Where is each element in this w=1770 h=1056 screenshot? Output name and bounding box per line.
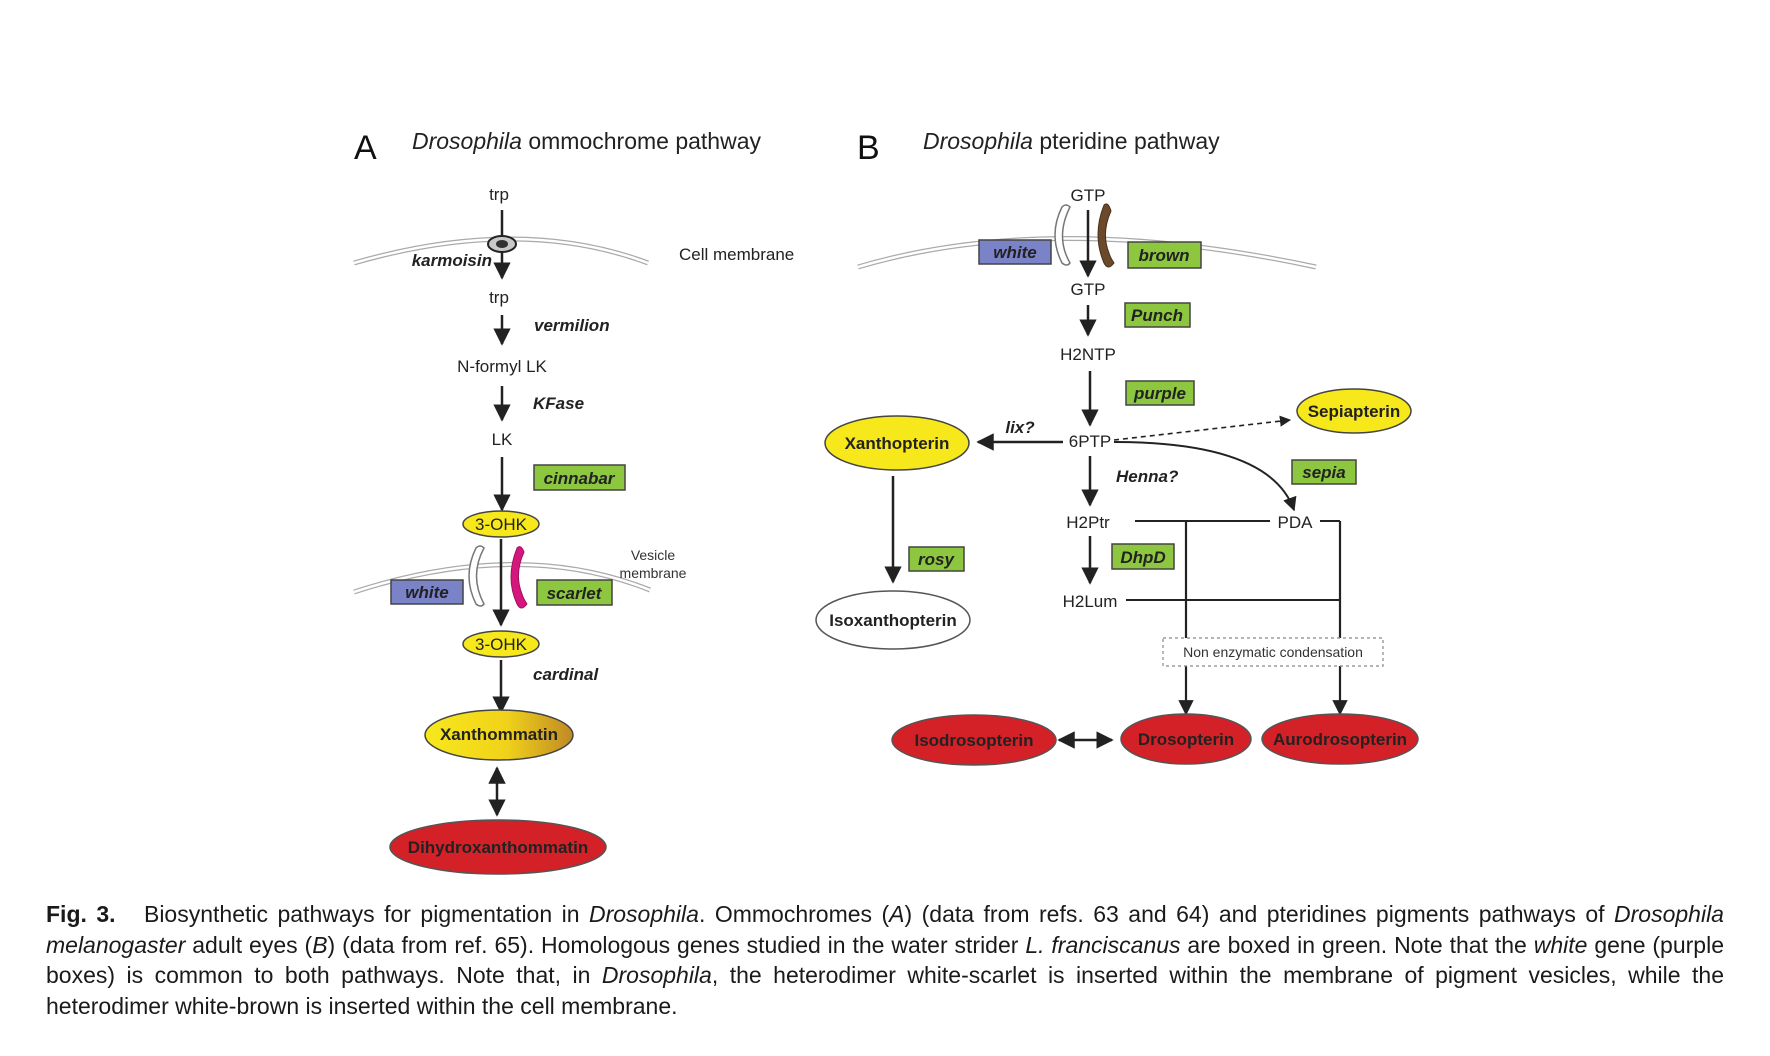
node-xanthopterin-label: Xanthopterin bbox=[845, 434, 950, 453]
gene-punch: Punch bbox=[1131, 306, 1183, 325]
figure-caption: Fig. 3. Biosynthetic pathways for pigmen… bbox=[46, 899, 1724, 1021]
caption-p4: adult eyes ( bbox=[185, 931, 313, 958]
gene-box-white-a bbox=[390, 579, 464, 605]
gene-cardinal: cardinal bbox=[533, 665, 599, 684]
node-3ohk-1-label: 3-OHK bbox=[475, 515, 528, 534]
caption-i2: A bbox=[889, 901, 905, 927]
node-aurodrosopterin bbox=[1261, 713, 1419, 765]
gtp-outside: GTP bbox=[1071, 186, 1106, 205]
panel-b-title-italic: Drosophila bbox=[923, 128, 1033, 154]
gene-lix: lix? bbox=[1005, 418, 1035, 437]
caption-i6: white bbox=[1533, 931, 1588, 958]
caption-i5: L. franciscanus bbox=[1025, 931, 1181, 958]
node-drosopterin bbox=[1120, 713, 1252, 765]
node-xanthommatin-label: Xanthommatin bbox=[440, 725, 558, 744]
gtp-inside: GTP bbox=[1071, 280, 1106, 299]
caption-i4: B bbox=[312, 931, 328, 958]
node-dihydroxanthommatin bbox=[389, 819, 607, 875]
gene-purple: purple bbox=[1133, 384, 1186, 403]
panel-a: A Drosophila ommochrome pathway Cell mem… bbox=[353, 128, 794, 875]
lk: LK bbox=[492, 430, 513, 449]
panel-a-letter: A bbox=[354, 129, 377, 167]
node-3ohk-2-label: 3-OHK bbox=[475, 635, 528, 654]
caption-p5: ) (data from ref. 65). Homologous genes … bbox=[327, 931, 1026, 958]
gene-box-rosy bbox=[908, 546, 965, 572]
node-xanthopterin bbox=[824, 415, 970, 471]
gene-box-punch bbox=[1124, 302, 1191, 328]
h2lum: H2Lum bbox=[1063, 592, 1118, 611]
node-isodrosopterin bbox=[891, 714, 1057, 766]
node-xanthommatin bbox=[424, 709, 574, 761]
gene-henna: Henna? bbox=[1116, 467, 1179, 486]
non-enzymatic-label: Non enzymatic condensation bbox=[1183, 644, 1363, 660]
node-drosopterin-label: Drosopterin bbox=[1138, 730, 1234, 749]
caption-p7: gene (purple boxes) is common to both pa… bbox=[46, 931, 1724, 989]
h2ptr: H2Ptr bbox=[1066, 513, 1110, 532]
caption-p6: are boxed in green. Note that the bbox=[1180, 931, 1534, 958]
panel-a-title-rest: ommochrome pathway bbox=[522, 128, 762, 154]
panel-a-title: Drosophila ommochrome pathway bbox=[412, 128, 761, 154]
gene-rosy: rosy bbox=[918, 550, 955, 569]
arrow-sepia bbox=[1113, 441, 1297, 512]
white-protein-icon-a bbox=[468, 545, 485, 607]
non-enzymatic-box bbox=[1162, 637, 1384, 667]
gene-box-dhpd bbox=[1111, 543, 1175, 570]
panel-b-letter: B bbox=[857, 129, 880, 167]
trp-inside: trp bbox=[489, 288, 509, 307]
trp-outside: trp bbox=[489, 185, 509, 204]
gene-cinnabar: cinnabar bbox=[544, 469, 616, 488]
gene-box-sepia bbox=[1291, 459, 1357, 485]
gene-karmoisin: karmoisin bbox=[412, 251, 492, 270]
gene-box-scarlet bbox=[536, 579, 613, 606]
gene-box-cinnabar bbox=[533, 464, 626, 491]
scarlet-protein-icon bbox=[510, 546, 528, 609]
node-isoxanthopterin-label: Isoxanthopterin bbox=[829, 611, 957, 630]
caption-p1: Biosynthetic pathways for pigmentation i… bbox=[143, 901, 589, 927]
gene-sepia: sepia bbox=[1302, 463, 1345, 482]
gene-box-brown bbox=[1127, 241, 1202, 269]
gene-vermilion: vermilion bbox=[534, 316, 610, 335]
caption-i7: Drosophila bbox=[601, 962, 712, 988]
cell-membrane-label: Cell membrane bbox=[679, 245, 794, 264]
caption-fig-label: Fig. 3. bbox=[46, 901, 116, 927]
gene-box-purple bbox=[1125, 380, 1195, 406]
node-3ohk-1 bbox=[462, 510, 540, 538]
n-formyl-lk: N-formyl LK bbox=[457, 357, 547, 376]
caption-i1: Drosophila bbox=[589, 901, 699, 927]
pda: PDA bbox=[1278, 513, 1314, 532]
panel-b: B Drosophila pteridine pathway GTP white… bbox=[815, 128, 1419, 766]
brown-protein-icon bbox=[1097, 203, 1115, 268]
sixptp: 6PTP bbox=[1069, 432, 1112, 451]
panel-b-title-rest: pteridine pathway bbox=[1033, 128, 1220, 154]
vesicle-membrane-label-2: membrane bbox=[620, 565, 687, 581]
arrow-sepiapterin bbox=[1113, 415, 1292, 441]
gene-box-white-b bbox=[978, 239, 1052, 265]
caption-p2: . Ommochromes ( bbox=[698, 901, 890, 927]
node-sepiapterin-label: Sepiapterin bbox=[1308, 402, 1401, 421]
caption-p3: ) (data from refs. 63 and 64) and pterid… bbox=[904, 901, 1615, 927]
gene-white-a: white bbox=[405, 583, 448, 602]
panel-b-title: Drosophila pteridine pathway bbox=[923, 128, 1220, 154]
node-aurodrosopterin-label: Aurodrosopterin bbox=[1273, 730, 1407, 749]
vesicle-membrane-label-1: Vesicle bbox=[631, 547, 676, 563]
gene-scarlet: scarlet bbox=[547, 584, 603, 603]
panel-a-title-italic: Drosophila bbox=[412, 128, 522, 154]
gene-brown: brown bbox=[1139, 246, 1190, 265]
node-3ohk-2 bbox=[462, 630, 540, 658]
node-isoxanthopterin bbox=[815, 590, 971, 650]
h2ntp: H2NTP bbox=[1060, 345, 1116, 364]
caption-i3: Drosophila melanogaster bbox=[46, 901, 1724, 958]
node-sepiapterin bbox=[1296, 388, 1412, 434]
caption-p8: , the heterodimer white-scarlet is inser… bbox=[46, 962, 1724, 1019]
node-isodrosopterin-label: Isodrosopterin bbox=[914, 731, 1033, 750]
gene-white-b: white bbox=[993, 243, 1036, 262]
gene-dhpd: DhpD bbox=[1120, 548, 1165, 567]
node-dihydroxanthommatin-label: Dihydroxanthommatin bbox=[408, 838, 588, 857]
white-protein-icon-b bbox=[1054, 204, 1071, 266]
gene-kfase: KFase bbox=[533, 394, 584, 413]
